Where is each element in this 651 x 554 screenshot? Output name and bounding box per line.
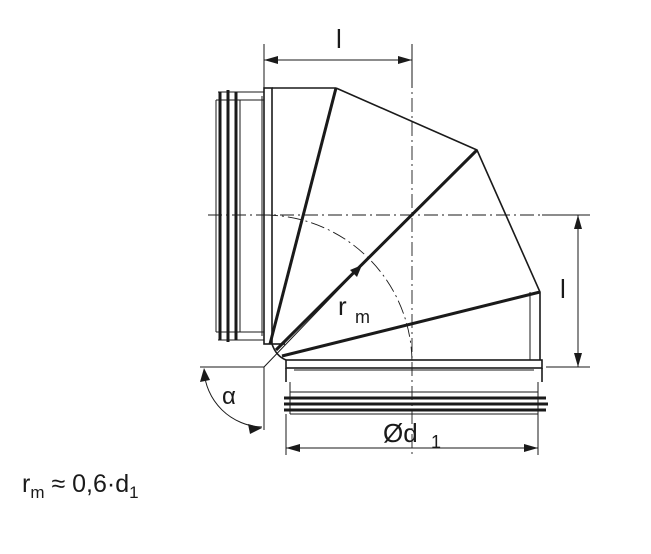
dimension-diameter: Ød 1 bbox=[285, 414, 539, 455]
formula-r: r bbox=[22, 470, 31, 498]
radius-indicator: r m bbox=[263, 264, 370, 368]
left-socket bbox=[215, 87, 336, 345]
bottom-seal-rings bbox=[284, 382, 548, 415]
formula-r-subscript: m bbox=[30, 483, 45, 502]
diameter-label: Ød bbox=[383, 418, 418, 448]
length-label-top: l bbox=[336, 24, 342, 54]
dimension-right-l: l bbox=[542, 214, 590, 368]
angle-label: α bbox=[222, 383, 236, 410]
center-lines bbox=[208, 50, 590, 455]
angle-indicator: α bbox=[200, 366, 265, 434]
formula-d-subscript: 1 bbox=[129, 483, 139, 502]
radius-formula: rm ≈ 0,6·d1 bbox=[22, 470, 139, 502]
radius-label: r bbox=[338, 291, 347, 321]
dimension-top-l: l bbox=[263, 24, 413, 88]
left-seal-rings bbox=[215, 90, 264, 342]
length-label-right: l bbox=[560, 274, 566, 304]
bottom-socket bbox=[284, 359, 548, 415]
diameter-subscript: 1 bbox=[431, 432, 441, 452]
radius-subscript: m bbox=[355, 307, 370, 327]
bend-segments bbox=[268, 87, 541, 361]
formula-approx: ≈ 0,6·d bbox=[44, 470, 130, 498]
